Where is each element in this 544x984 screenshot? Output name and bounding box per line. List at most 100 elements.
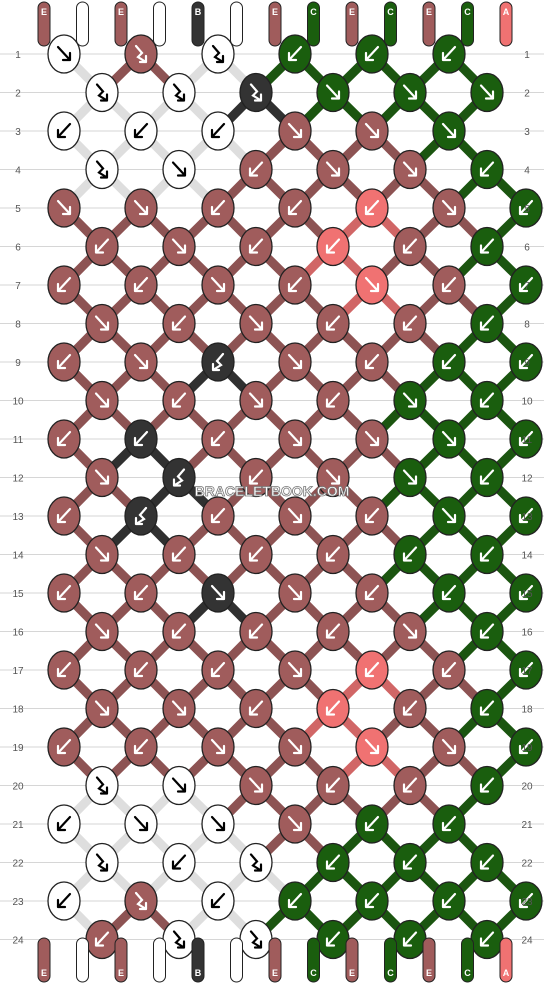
string-color-label: E (426, 968, 432, 978)
forward-arrow-icon (248, 392, 264, 408)
string-stub: E (422, 937, 436, 983)
row-number-right: 9 (524, 358, 530, 369)
knot (47, 34, 81, 74)
backward-arrow-icon (133, 122, 149, 139)
string-color-label: C (464, 968, 471, 978)
backward-arrow-icon (56, 276, 72, 293)
backward-arrow-icon (441, 661, 457, 678)
row-number-right: 17 (521, 666, 533, 677)
knot (162, 765, 196, 806)
knot (278, 573, 312, 613)
forward-arrow-icon (364, 738, 380, 755)
row-number-left: 22 (12, 859, 24, 870)
knot (47, 804, 81, 844)
backward-arrow-icon (325, 623, 341, 639)
row-number-right: 11 (522, 435, 533, 446)
knot (201, 419, 235, 459)
string-color-label: B (195, 7, 202, 17)
knot (509, 188, 543, 228)
knot (47, 111, 81, 151)
row-number-right: 7 (524, 281, 530, 292)
knot (85, 72, 119, 113)
knot (85, 765, 119, 806)
knot (239, 765, 273, 806)
forward-arrow-icon (133, 353, 149, 370)
string-color-label: C (310, 968, 317, 978)
string-color-label: E (349, 968, 355, 978)
knot (316, 226, 350, 267)
forward-arrow-icon (171, 238, 187, 254)
forward-arrow-icon (402, 623, 418, 639)
string-color-label: E (272, 7, 278, 17)
knot (124, 419, 158, 459)
backward-arrow-icon (402, 777, 418, 793)
knot (509, 650, 543, 690)
forward-arrow-icon (287, 430, 303, 447)
backward-arrow-icon (364, 199, 380, 216)
row-number-left: 10 (12, 397, 24, 408)
forward-arrow-icon (364, 122, 380, 139)
knot (393, 919, 427, 960)
forward-arrow-icon (56, 199, 72, 216)
row-number-left: 5 (15, 204, 21, 215)
row-number-right: 24 (521, 936, 533, 947)
knot (355, 419, 389, 459)
backward-arrow-icon (518, 661, 534, 678)
knot (278, 727, 312, 767)
forward-arrow-icon (287, 353, 303, 370)
knot (355, 496, 389, 536)
backward-arrow-icon (479, 854, 495, 870)
knot (470, 919, 504, 960)
forward-arrow-icon (133, 199, 149, 216)
backward-arrow-icon (56, 353, 72, 370)
forward-arrow-icon (133, 815, 149, 832)
knot (239, 611, 273, 652)
knot (278, 804, 312, 844)
backward-arrow-icon (325, 315, 341, 331)
backward-arrow-icon (287, 45, 303, 62)
knot (47, 881, 81, 921)
knot (470, 303, 504, 344)
forward-arrow-icon (402, 469, 418, 485)
knot (124, 188, 158, 228)
backward-arrow-icon (479, 700, 495, 716)
string-stub: E (268, 1, 282, 47)
row-number-right: 14 (521, 551, 533, 562)
knot (278, 419, 312, 459)
row-number-left: 13 (12, 512, 24, 523)
backward-arrow-icon (56, 738, 72, 755)
backward-arrow-icon (133, 738, 149, 755)
row-number-right: 12 (521, 474, 533, 485)
forward-arrow-icon (441, 738, 457, 755)
string-stub: B (191, 937, 205, 983)
knot (239, 149, 273, 190)
knot (355, 727, 389, 767)
knot (316, 688, 350, 729)
string-stub: C (307, 1, 320, 47)
knot (162, 380, 196, 421)
backward-arrow-icon (210, 199, 226, 216)
string-color-label: D (233, 7, 240, 17)
row-number-right: 1 (524, 50, 530, 61)
string-color-label: C (310, 7, 317, 17)
row-number-left: 23 (12, 897, 24, 908)
knot (278, 188, 312, 228)
string-stub: D (230, 1, 243, 47)
row-number-left: 17 (12, 666, 24, 677)
knot (432, 188, 466, 228)
forward-arrow-icon (287, 738, 303, 755)
backward-arrow-icon (479, 931, 495, 947)
string-stub: E (114, 1, 128, 47)
row-number-left: 14 (12, 551, 24, 562)
knot (201, 650, 235, 690)
knot (124, 34, 158, 74)
backward-arrow-icon (210, 661, 226, 678)
knot (278, 342, 312, 382)
string-color-label: D (79, 7, 86, 17)
knot (85, 919, 119, 960)
knot (393, 303, 427, 344)
knot (47, 727, 81, 767)
string-stub: E (422, 1, 436, 47)
backward-arrow-icon (248, 161, 264, 177)
